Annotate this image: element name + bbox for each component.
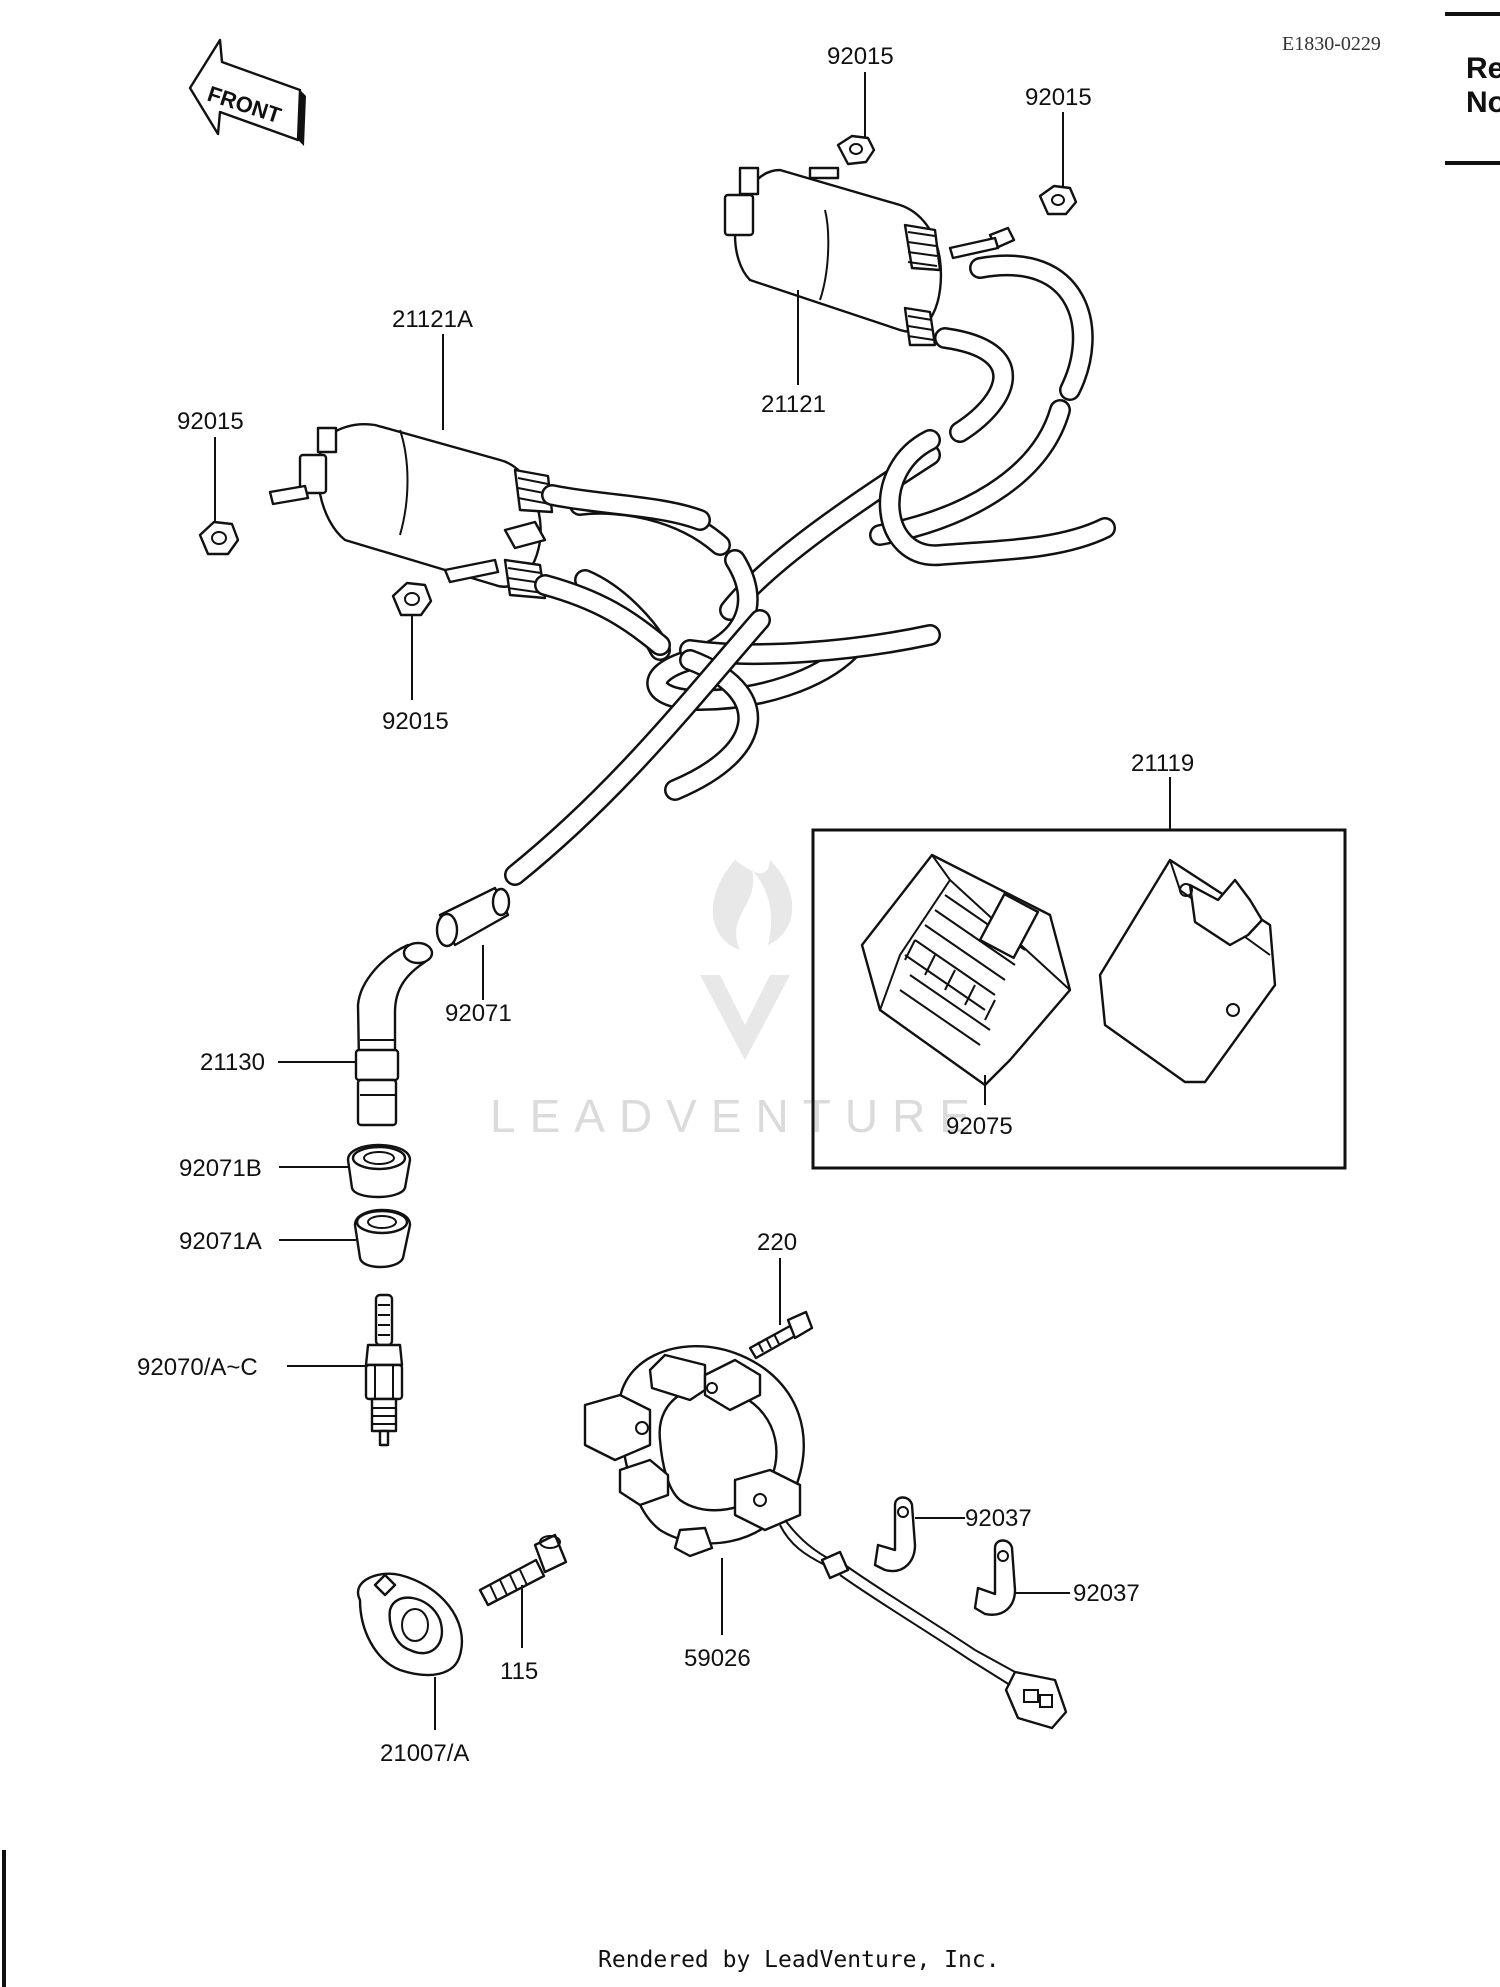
header-fragment-2: No [1466, 86, 1500, 119]
nut-left-lower [391, 581, 433, 617]
callout-bolt-cover: 115 [500, 1658, 538, 1685]
callout-clamp-lower: 92037 [1073, 1580, 1140, 1607]
clamp-lower [973, 1539, 1017, 1616]
watermark: LEADVENTURE [490, 860, 984, 1142]
callout-plug-cap-seal: 92071 [445, 1000, 512, 1027]
igniter-flat [1098, 858, 1277, 1084]
nut-top-right [1038, 184, 1078, 216]
footer-credit: Rendered by LeadVenture, Inc. [598, 1947, 1000, 1973]
front-arrow-icon: FRONT [188, 38, 306, 146]
timing-cover [356, 1572, 464, 1677]
spark-plug-cap [354, 941, 434, 1127]
callout-coil-front: 21121 [761, 391, 826, 418]
nut-top-left [836, 134, 876, 166]
leader-lines [214, 72, 1171, 1730]
callout-seal-b: 92071B [179, 1155, 262, 1182]
callout-igniter: 92075 [946, 1113, 1013, 1140]
bolt-220 [748, 1310, 814, 1360]
callout-nut-left-lower: 92015 [382, 708, 449, 735]
callout-nut-top-right: 92015 [1025, 84, 1092, 111]
nut-left-upper [198, 520, 240, 556]
bolt-115 [478, 1533, 568, 1607]
igniter-finned [860, 853, 1072, 1087]
diagram-code: E1830-0229 [1282, 33, 1381, 55]
callout-plug-cap: 21130 [200, 1049, 265, 1076]
igniter-fins [899, 894, 1026, 1046]
watermark-text: LEADVENTURE [490, 1090, 984, 1142]
callout-nut-top-left: 92015 [827, 43, 894, 70]
plug-cap-seal [435, 886, 511, 948]
callout-bolt-stator: 220 [757, 1229, 797, 1256]
seal-a [353, 1208, 412, 1269]
spark-plug [364, 1293, 404, 1447]
callout-cover: 21007/A [380, 1740, 469, 1767]
callout-clamp-upper: 92037 [965, 1505, 1032, 1532]
pickup-coil-assembly [583, 1345, 1068, 1730]
seal-b [346, 1143, 412, 1199]
igniter-group-box [811, 828, 1347, 1170]
clamp-upper [873, 1496, 917, 1573]
callout-pickup-coil: 59026 [684, 1645, 751, 1672]
ignition-coil-rear [268, 423, 711, 656]
callout-coil-rear: 21121A [392, 306, 473, 333]
callout-box-group: 21119 [1131, 750, 1194, 777]
ht-leads [504, 254, 1116, 886]
ignition-coil-front [723, 166, 1016, 347]
callout-seal-a: 92071A [179, 1228, 262, 1255]
callout-spark-plug: 92070/A~C [137, 1354, 258, 1381]
header-fragment-1: Re [1466, 52, 1500, 85]
callout-nut-left-upper: 92015 [177, 408, 244, 435]
